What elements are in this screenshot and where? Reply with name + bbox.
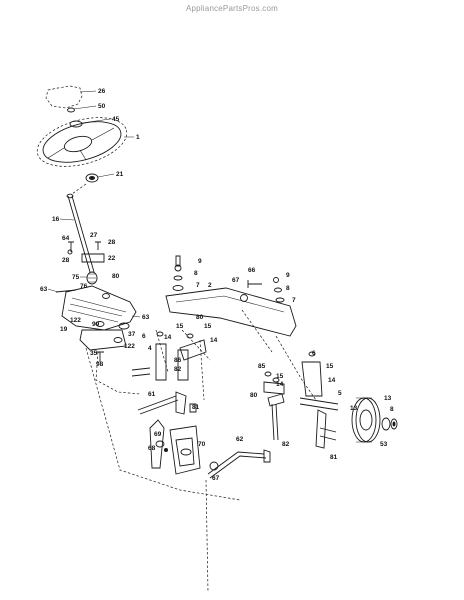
callout-80c: 80 [250,392,258,399]
callout-14: 14 [164,334,172,341]
callout-28b: 28 [62,257,70,264]
shaft-bracket [67,241,105,263]
watermark: AppliancePartsPros.com [186,4,278,13]
steering-bushing [85,173,99,183]
callout-69: 69 [154,431,162,438]
washer [209,461,219,471]
callout-61: 61 [148,391,156,398]
callout-8: 8 [194,270,198,277]
callout-21: 21 [116,171,124,178]
callout-122: 122 [70,317,81,324]
callout-13b: 13 [384,395,392,402]
steering-wheel [36,117,128,167]
pinion-gear [86,271,110,299]
callout-14c: 14 [276,381,284,388]
callout-80: 80 [112,273,120,280]
callout-76: 76 [80,283,88,290]
callout-15d: 15 [326,363,334,370]
lower-bracket [79,321,130,362]
callout-5: 5 [338,390,342,397]
axle-bolt [247,280,262,288]
callout-19: 19 [60,326,68,333]
sector-gear-plate [55,285,137,331]
callout-15b: 15 [204,323,212,330]
callout-81: 81 [192,404,200,411]
callout-85: 85 [258,363,266,370]
callout-82: 82 [174,366,182,373]
callout-15: 15 [176,323,184,330]
callout-14b: 14 [210,337,218,344]
callout-1: 1 [136,134,140,141]
front-axle [165,287,297,337]
steering-support [169,425,201,475]
steering-hub [67,107,83,128]
callout-8b: 8 [286,285,290,292]
drag-link [149,419,168,469]
callout-35: 35 [90,350,98,357]
callout-70: 70 [198,441,206,448]
callout-68: 68 [148,445,156,452]
callout-63b: 63 [142,314,150,321]
spindle-arm-right [299,351,339,449]
callout-75: 75 [72,274,80,281]
callout-6b: 6 [312,350,316,357]
hidden-connection-lines [85,309,317,593]
callout-67: 67 [232,277,240,284]
callout-27: 27 [90,232,98,239]
callout-122b: 122 [124,343,135,350]
callout-66: 66 [248,267,256,274]
callout-99: 99 [92,321,100,328]
callout-26: 26 [98,88,106,95]
callout-22: 22 [108,255,116,262]
callout-63: 63 [40,286,48,293]
axle-pivot-hardware-right [273,277,285,303]
callout-86: 86 [174,357,182,364]
callout-7b: 7 [292,297,296,304]
steering-shaft [66,183,95,273]
tie-rod-long [207,449,271,479]
left-spindle [131,331,207,381]
callout-13: 13 [350,405,358,412]
callout-64: 64 [62,235,70,242]
callout-67b: 67 [212,475,220,482]
callout-50: 50 [98,103,106,110]
callout-45: 45 [112,116,120,123]
callout-28: 28 [108,239,116,246]
callout-14d: 14 [328,377,336,384]
callout-62: 62 [236,436,244,443]
callout-53: 53 [380,441,388,448]
callout-98: 98 [96,361,104,368]
callout-16: 16 [52,216,60,223]
callout-2: 2 [208,282,212,289]
callout-6: 6 [142,333,146,340]
callout-80b: 80 [196,314,204,321]
callout-8c: 8 [390,406,394,413]
callout-37: 37 [128,331,136,338]
steering-wheel-cover [45,85,83,109]
callout-15c: 15 [276,373,284,380]
wheel-hub-hardware [381,417,398,431]
callout-81b: 81 [330,454,338,461]
callout-9b: 9 [286,272,290,279]
callout-82b: 82 [282,441,290,448]
front-wheel [351,397,381,443]
right-spindle [263,371,285,441]
callout-labels: 26 50 45 1 21 16 64 27 28 28 22 75 80 76… [40,88,394,482]
axle-pivot-hardware-left [172,255,184,291]
callout-9: 9 [198,258,202,265]
callout-7: 7 [196,282,200,289]
callout-4: 4 [148,345,152,352]
tie-rod-left [137,391,197,415]
